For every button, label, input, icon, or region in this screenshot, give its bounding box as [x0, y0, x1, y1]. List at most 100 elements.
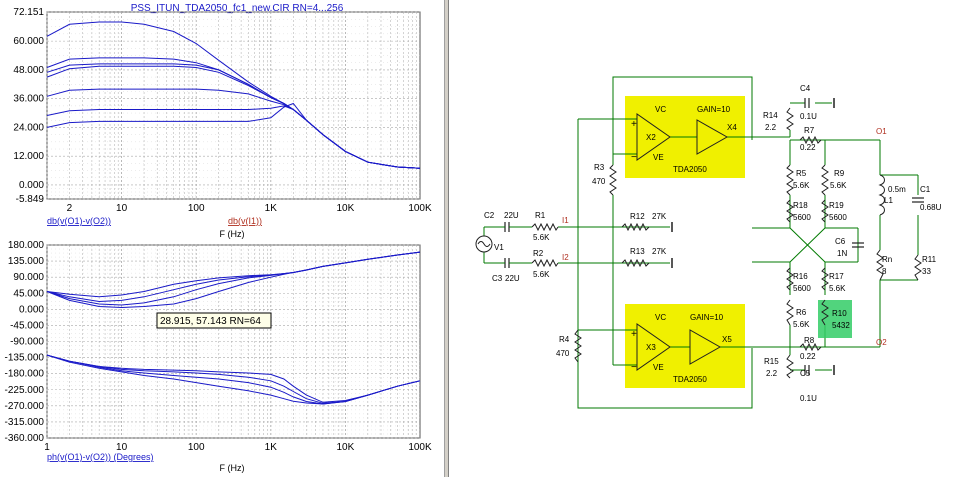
svg-text:27K: 27K: [652, 247, 667, 256]
magnitude-ytick-label: 60.000: [13, 36, 44, 47]
magnitude-series-line: [46, 102, 421, 169]
phase-xtick-label: 100: [188, 442, 205, 453]
svg-text:5.6K: 5.6K: [533, 233, 550, 242]
magnitude-ytick-label: 24.000: [13, 122, 44, 133]
opamps: [636, 113, 729, 371]
magnitude-ytick-label: -5.849: [16, 194, 45, 205]
svg-text:22U: 22U: [505, 274, 520, 283]
svg-text:R13: R13: [630, 247, 645, 256]
svg-text:V1: V1: [494, 243, 504, 252]
svg-text:R17: R17: [829, 272, 844, 281]
phase-ytick-label: 180.000: [8, 240, 45, 251]
svg-text:C2: C2: [484, 211, 495, 220]
opamp2-gain: GAIN=10: [690, 313, 724, 322]
voltage-source-v1[interactable]: [475, 235, 493, 253]
amplifier-2-box[interactable]: [625, 304, 745, 388]
svg-text:R7: R7: [804, 126, 815, 135]
svg-text:C5: C5: [800, 369, 811, 378]
opamp1-ve: VE: [653, 153, 664, 162]
phase-ytick-label: 0.000: [19, 304, 44, 315]
svg-text:0.68U: 0.68U: [920, 203, 942, 212]
phase-grid: [46, 244, 421, 439]
svg-text:R10: R10: [832, 309, 847, 318]
phase-xtick-label: 10: [116, 442, 128, 453]
opamp1-vc: VC: [655, 105, 666, 114]
svg-text:+: +: [631, 119, 637, 130]
magnitude-xtick-label: 100: [188, 203, 205, 214]
circuit-schematic[interactable]: VC GAIN=10 X2 X4 VE TDA2050 VC GAIN=10 X…: [449, 0, 954, 477]
svg-text:5600: 5600: [829, 213, 847, 222]
phase-ytick-label: 135.000: [8, 256, 45, 267]
magnitude-ytick-label: 72.151: [13, 7, 44, 18]
magnitude-axes: 72.15160.00048.00036.00024.00012.0000.00…: [13, 7, 432, 214]
opamp2-vc: VC: [655, 313, 666, 322]
opamp1-part: TDA2050: [673, 165, 707, 174]
phase-traces: [46, 251, 421, 405]
svg-text:−: −: [631, 362, 637, 373]
svg-text:0.5m: 0.5m: [888, 185, 906, 194]
svg-text:R18: R18: [793, 201, 808, 210]
svg-text:470: 470: [592, 177, 606, 186]
magnitude-xtick-label: 10K: [337, 203, 355, 214]
phase-ytick-label: 90.000: [13, 272, 44, 283]
svg-text:5.6K: 5.6K: [830, 181, 847, 190]
opamp1-x4: X4: [727, 123, 737, 132]
svg-text:5600: 5600: [793, 213, 811, 222]
wires: [518, 76, 919, 409]
magnitude-xlabel: F (Hz): [220, 229, 245, 239]
svg-text:0.22: 0.22: [800, 143, 816, 152]
magnitude-ytick-label: 12.000: [13, 151, 44, 162]
svg-text:R8: R8: [804, 336, 815, 345]
capacitors: [504, 98, 924, 375]
magnitude-ytick-label: 0.000: [19, 180, 44, 191]
inductor-l1: [878, 174, 885, 216]
schematic-pane[interactable]: VC GAIN=10 X2 X4 VE TDA2050 VC GAIN=10 X…: [449, 0, 954, 477]
phase-series-line: [46, 354, 421, 403]
svg-text:0.1U: 0.1U: [800, 112, 817, 121]
tooltip: 28.915, 57.143 RN=64: [156, 312, 272, 329]
phase-ytick-label: -315.000: [5, 417, 45, 428]
analysis-plots[interactable]: PSS_ITUN_TDA2050_fc1_new.CIR RN=4...256 …: [0, 0, 444, 477]
svg-text:O1: O1: [876, 127, 887, 136]
magnitude-series-line: [46, 63, 421, 169]
phase-ylabel[interactable]: ph(v(O1)-v(O2)) (Degrees): [47, 452, 154, 462]
svg-text:+: +: [631, 329, 637, 340]
plot-pane[interactable]: PSS_ITUN_TDA2050_fc1_new.CIR RN=4...256 …: [0, 0, 444, 477]
svg-text:C3: C3: [492, 274, 503, 283]
magnitude-ytick-label: 48.000: [13, 65, 44, 76]
magnitude-xtick-label: 2: [67, 203, 73, 214]
phase-ytick-label: -90.000: [10, 337, 44, 348]
svg-text:R16: R16: [793, 272, 808, 281]
svg-text:2.2: 2.2: [765, 123, 777, 132]
magnitude-xtick-label: 1K: [265, 203, 278, 214]
svg-text:Rn: Rn: [882, 255, 892, 264]
phase-axes: 180.000135.00090.00045.0000.000-45.000-9…: [5, 240, 432, 453]
svg-text:R12: R12: [630, 212, 645, 221]
phase-series-line: [46, 354, 421, 405]
svg-text:R19: R19: [829, 201, 844, 210]
svg-text:I1: I1: [562, 216, 569, 225]
svg-text:22U: 22U: [504, 211, 519, 220]
magnitude-xtick-label: 10: [116, 203, 128, 214]
svg-text:−: −: [631, 152, 637, 163]
svg-text:C4: C4: [800, 84, 811, 93]
magnitude-series-line: [46, 65, 421, 169]
magnitude-ylabel-left[interactable]: db(v(O1)-v(O2)): [47, 216, 111, 226]
phase-ytick-label: -45.000: [10, 320, 44, 331]
phase-xlabel: F (Hz): [220, 463, 245, 473]
phase-ytick-label: -360.000: [5, 433, 45, 444]
svg-text:L1: L1: [884, 196, 893, 205]
magnitude-series-line: [46, 21, 421, 169]
svg-text:27K: 27K: [652, 212, 667, 221]
svg-text:0.1U: 0.1U: [800, 394, 817, 403]
svg-text:470: 470: [556, 349, 570, 358]
pane-splitter[interactable]: [444, 0, 449, 477]
magnitude-ylabel-right[interactable]: db(v(I1)): [228, 216, 262, 226]
magnitude-traces: [46, 21, 421, 169]
phase-series-line: [46, 251, 421, 309]
opamp2-part: TDA2050: [673, 375, 707, 384]
svg-text:R1: R1: [535, 211, 546, 220]
magnitude-series-line: [46, 57, 421, 169]
phase-xtick-label: 100K: [408, 442, 432, 453]
svg-text:5.6K: 5.6K: [533, 270, 550, 279]
